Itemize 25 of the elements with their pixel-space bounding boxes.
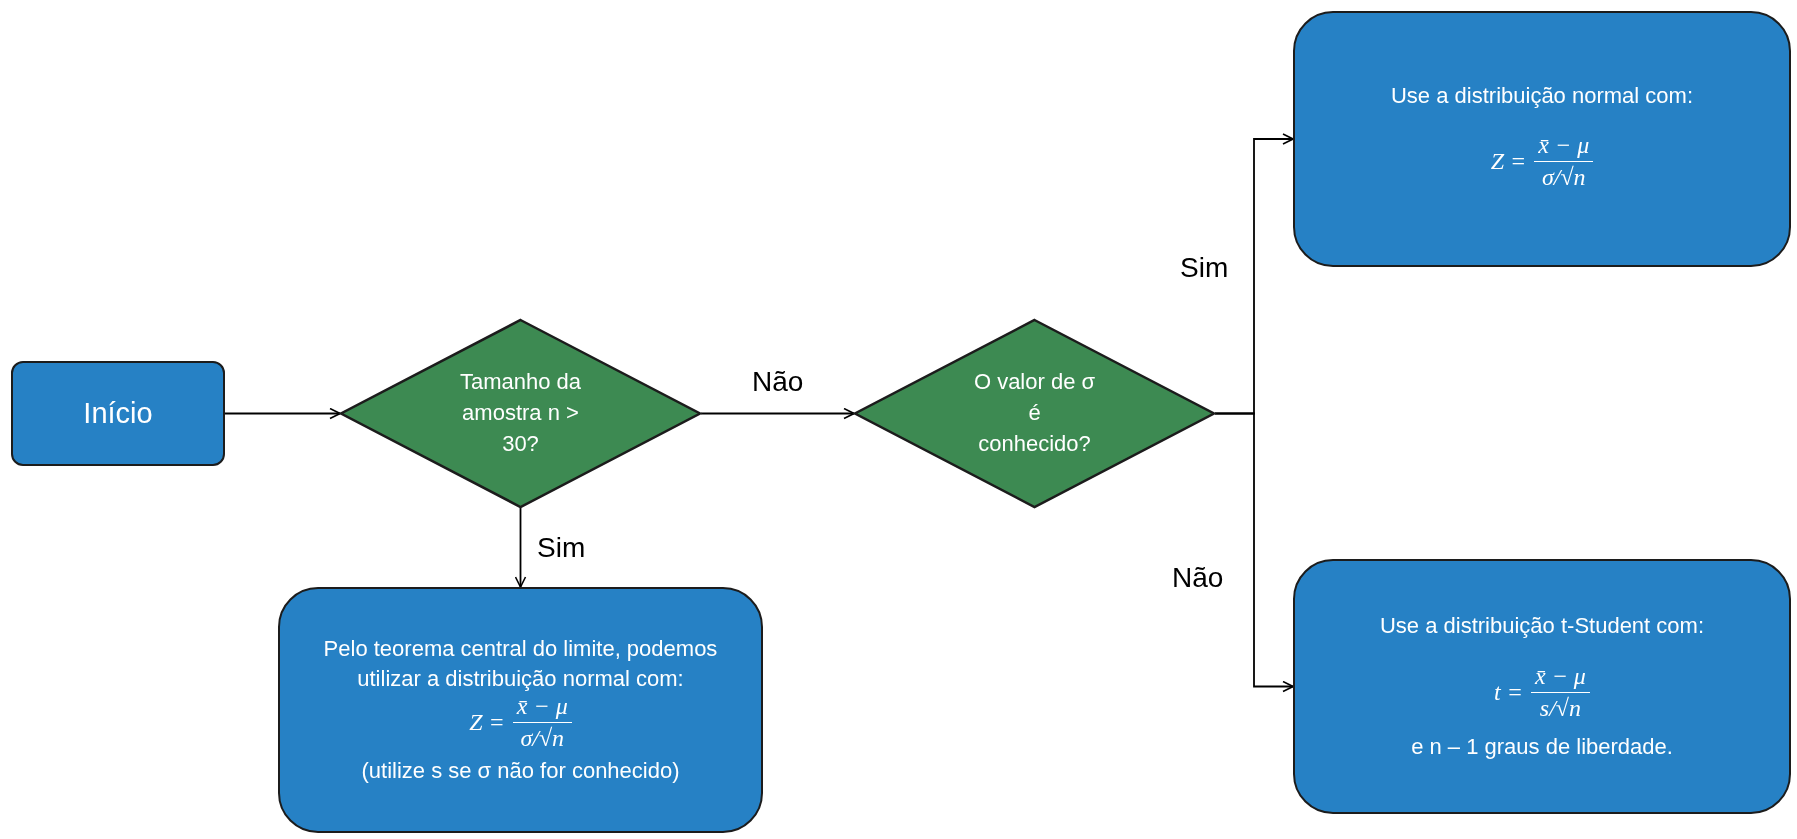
formula-denominator: σ/√n — [1541, 163, 1586, 192]
box-text: Use a distribuição normal com: — [1391, 81, 1693, 110]
formula-lhs: Z = — [469, 709, 505, 737]
formula-lhs: t = — [1494, 679, 1523, 706]
formula-numerator: x̄ − μ — [1534, 132, 1594, 163]
box-text: Use a distribuição t-Student com: — [1379, 612, 1704, 641]
formula-denominator: s/√n — [1539, 694, 1582, 722]
decision-question: O valor de σ é conhecido? — [972, 368, 1097, 458]
formula-numerator: x̄ − μ — [1531, 663, 1590, 693]
formula-lhs: Z = — [1490, 148, 1527, 176]
arrow — [514, 507, 527, 588]
formula-denominator: σ/√n — [520, 724, 565, 753]
arrow — [700, 407, 855, 420]
formula-numerator: x̄ − μ — [512, 693, 572, 724]
arrow — [224, 407, 341, 420]
decision-question: Tamanho da amostra n > 30? — [458, 368, 583, 458]
box-text: (utilize s se σ não for conhecido) — [361, 757, 680, 786]
process-box — [1293, 559, 1791, 814]
node-label: Início — [83, 397, 153, 430]
arrow — [1214, 412, 1294, 693]
box-text: Pelo teorema central do limite, podemos utilizar a distribuição normal com: — [322, 634, 719, 693]
process-box — [278, 587, 763, 833]
process-box — [1293, 11, 1791, 267]
start-box — [11, 361, 225, 466]
box-text: e n – 1 graus de liberdade. — [1411, 733, 1673, 761]
